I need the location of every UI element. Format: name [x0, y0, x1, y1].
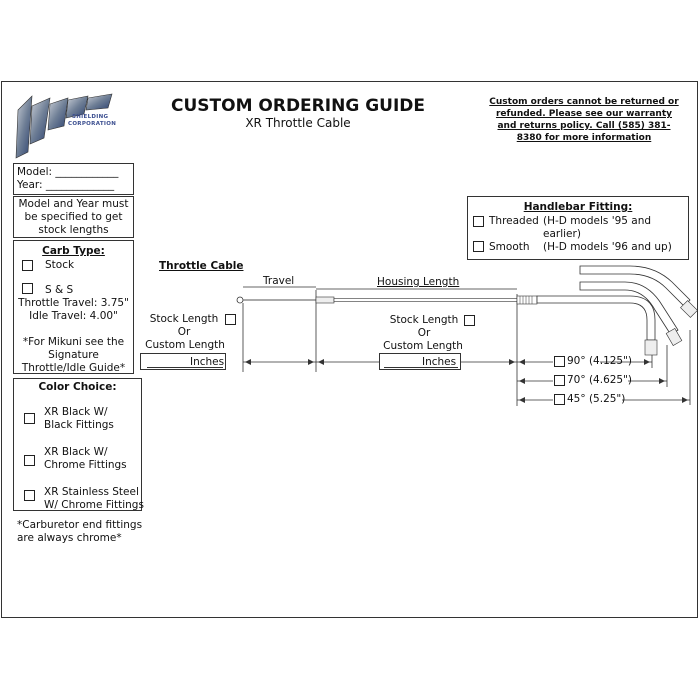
- black-black-label: XR Black W/ Black Fittings: [44, 406, 114, 431]
- housing-length-label: Housing Length: [377, 276, 460, 288]
- model-year-box: Model: ____________ Year: _____________: [13, 163, 134, 195]
- left-inches-underline: [147, 367, 223, 368]
- black-black-checkbox[interactable]: [24, 413, 35, 424]
- color-choice-box: Color Choice: XR Black W/ Black Fittings…: [13, 378, 144, 511]
- handlebar-bends: [536, 265, 691, 341]
- stock-carb-checkbox[interactable]: [22, 260, 33, 271]
- color-choice-title: Color Choice:: [38, 381, 117, 393]
- left-or-label: Or: [177, 326, 191, 338]
- angle-70-label: 70° (4.625"): [567, 374, 633, 386]
- model-year-note: Model and Year must be specified to get …: [13, 196, 134, 238]
- threaded-models: (H-D models '95 and earlier): [543, 215, 652, 240]
- bend-70: [579, 281, 679, 336]
- idle-travel-text: Idle Travel: 4.00": [29, 310, 118, 322]
- smooth-label: Smooth: [489, 241, 530, 253]
- left-custom-length-label: Custom Length: [145, 339, 225, 351]
- logo-line2: CORPORATION: [68, 121, 117, 127]
- angle-45-checkbox[interactable]: [554, 394, 565, 405]
- model-year-note-text: Model and Year must be specified to get …: [18, 198, 129, 236]
- cable-end-ball: [236, 296, 244, 304]
- black-chrome-label: XR Black W/ Chrome Fittings: [44, 446, 127, 471]
- carb-fitting: [315, 296, 335, 304]
- left-stock-length-label: Stock Length: [149, 313, 219, 325]
- threaded-label: Threaded: [489, 215, 539, 227]
- throttle-cable-label: Throttle Cable: [159, 260, 244, 272]
- black-chrome-checkbox[interactable]: [24, 455, 35, 466]
- angle-45-label: 45° (5.25"): [567, 393, 626, 405]
- ss-carb-label: S & S: [45, 284, 74, 296]
- handlebar-fitting-box: Handlebar Fitting: Threaded (H-D models …: [467, 196, 689, 260]
- smooth-checkbox[interactable]: [473, 241, 484, 252]
- right-custom-length-label: Custom Length: [383, 340, 463, 352]
- stock-carb-label: Stock: [45, 259, 75, 271]
- page-subtitle: XR Throttle Cable: [245, 116, 351, 130]
- carb-type-title: Carb Type:: [42, 245, 105, 257]
- returns-notice: Custom orders cannot be returned or refu…: [489, 97, 679, 143]
- logo-graphic: [15, 93, 113, 159]
- right-inches-underline: [384, 367, 458, 368]
- stainless-chrome-label: XR Stainless Steel W/ Chrome Fittings: [44, 486, 144, 511]
- cable-housing: [333, 298, 518, 302]
- ss-carb-checkbox[interactable]: [22, 283, 33, 294]
- mikuni-note: *For Mikuni see the Signature Throttle/I…: [21, 336, 126, 374]
- stainless-chrome-checkbox[interactable]: [24, 490, 35, 501]
- right-inches-label: Inches: [422, 356, 457, 368]
- angle-90-label: 90° (4.125"): [567, 355, 633, 367]
- right-inches-field[interactable]: Inches: [379, 353, 461, 370]
- bend-70-ferrule: [665, 328, 683, 346]
- left-inches-label: Inches: [190, 356, 225, 368]
- carb-end-note: *Carburetor end fittings are always chro…: [17, 519, 143, 544]
- page-title: CUSTOM ORDERING GUIDE: [171, 96, 425, 116]
- right-stock-length-label: Stock Length: [389, 314, 459, 326]
- handlebar-fitting-title: Handlebar Fitting:: [523, 201, 633, 213]
- right-stock-length-checkbox[interactable]: [464, 315, 475, 326]
- left-stock-length-checkbox[interactable]: [225, 314, 236, 325]
- bend-90: [536, 295, 656, 341]
- throttle-travel-text: Throttle Travel: 3.75": [18, 297, 129, 309]
- bend-90-ferrule: [644, 339, 658, 356]
- angle-70-checkbox[interactable]: [554, 375, 565, 386]
- page-frame: [1, 81, 698, 618]
- carb-type-box: Carb Type: Stock S & S Throttle Travel: …: [13, 240, 134, 374]
- smooth-models: (H-D models '96 and up): [543, 241, 672, 253]
- bend-45-ferrule: [680, 300, 698, 318]
- threaded-checkbox[interactable]: [473, 216, 484, 227]
- left-inches-field[interactable]: Inches: [140, 353, 226, 370]
- model-field[interactable]: Model: ____________: [17, 166, 119, 178]
- magnum-logo: SHIELDING CORPORATION: [10, 92, 120, 164]
- travel-label: Travel: [263, 275, 295, 287]
- logo-line1: SHIELDING: [72, 114, 109, 120]
- angle-90-checkbox[interactable]: [554, 356, 565, 367]
- right-or-label: Or: [417, 327, 431, 339]
- year-field[interactable]: Year: _____________: [17, 179, 115, 191]
